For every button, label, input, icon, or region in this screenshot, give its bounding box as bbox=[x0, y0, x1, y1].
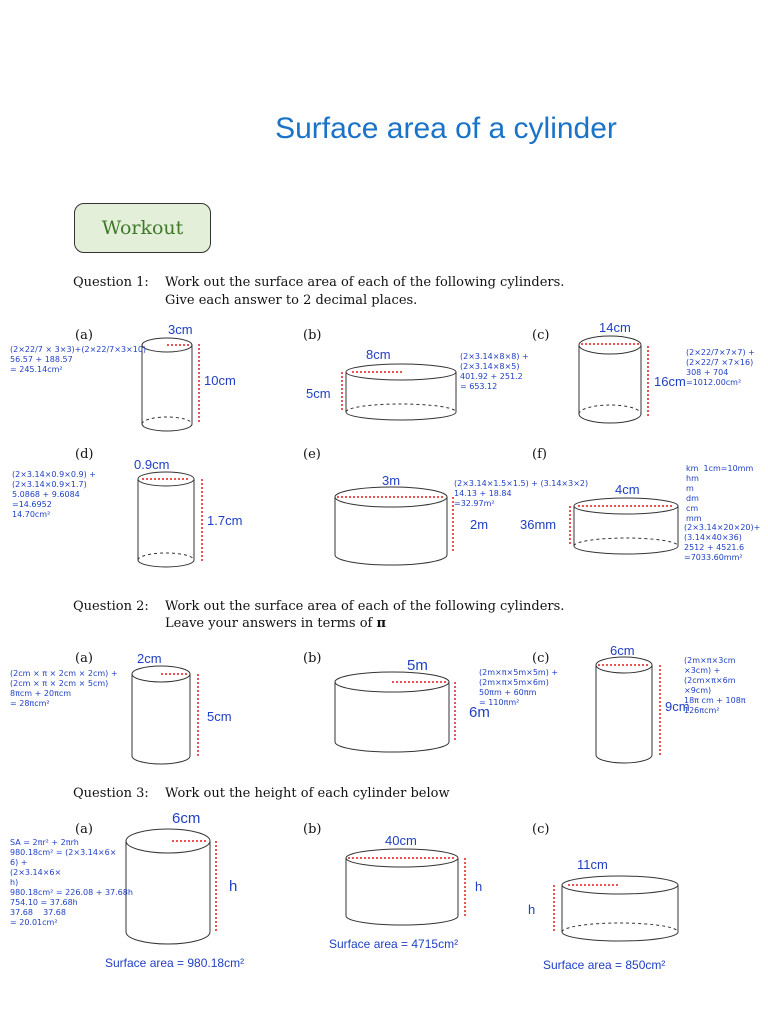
q3-number: Question 3: bbox=[73, 786, 149, 801]
q1c-working: (2×22/7×7×7) + (2×22/7 ×7×16) 308 + 704 … bbox=[686, 348, 755, 387]
q3a-cylinder bbox=[125, 828, 217, 945]
q2a-dim-top: 2cm bbox=[137, 651, 162, 666]
q2-line1: Work out the surface area of each of the… bbox=[165, 599, 565, 614]
q1a-dim-side: 10cm bbox=[204, 373, 236, 388]
q1f-dim-top: 4cm bbox=[615, 482, 640, 497]
q1f-units-note: km 1cm=10mm hm m dm cm mm bbox=[686, 464, 754, 523]
q2c-label: (c) bbox=[532, 651, 550, 666]
q2b-dim-top: 5m bbox=[407, 657, 428, 674]
q2c-dim-side: 9cm bbox=[665, 699, 690, 714]
q1e-dim-top: 3m bbox=[382, 473, 401, 488]
q3a-surface-area: Surface area = 980.18cm² bbox=[105, 956, 245, 970]
q3b-label: (b) bbox=[303, 822, 322, 837]
q1-line2: Give each answer to 2 decimal places. bbox=[165, 293, 418, 308]
q1e-dim-side: 2m bbox=[470, 517, 489, 532]
q2-number: Question 2: bbox=[73, 599, 149, 614]
q3b-surface-area: Surface area = 4715cm² bbox=[329, 937, 459, 951]
q3b-dim-top: 40cm bbox=[385, 833, 417, 848]
q2b-cylinder bbox=[334, 671, 456, 753]
q1b-working: (2×3.14×8×8) + (2×3.14×8×5) 401.92 + 251… bbox=[460, 352, 529, 391]
q1b-dim-side: 5cm bbox=[306, 386, 331, 401]
q3c-cylinder bbox=[553, 875, 679, 942]
q1f-dim-side: 36mm bbox=[520, 517, 557, 532]
q1f-label: (f) bbox=[532, 447, 547, 462]
q3a-dim-side: h bbox=[229, 878, 238, 895]
q1b-cylinder bbox=[341, 363, 457, 421]
q1d-dim-top: 0.9cm bbox=[134, 457, 170, 472]
q1a-cylinder bbox=[141, 337, 200, 432]
q3-line1: Work out the height of each cylinder bel… bbox=[165, 786, 450, 801]
q2a-dim-side: 5cm bbox=[207, 709, 232, 724]
q2b-dim-side: 6m bbox=[469, 704, 490, 721]
q1e-working: (2×3.14×1.5×1.5) + (3.14×3×2) 14.13 + 18… bbox=[454, 479, 589, 508]
q1e-label: (e) bbox=[303, 447, 321, 462]
q2c-working: (2m×π×3cm ×3cm) + (2cm×π×6m ×9cm) 18π cm… bbox=[684, 656, 746, 715]
pi-symbol: π bbox=[376, 616, 386, 631]
page-title: Surface area of a cylinder bbox=[275, 112, 617, 145]
q3c-dim-top: 11cm bbox=[577, 857, 608, 872]
q3c-dim-side: h bbox=[528, 902, 536, 917]
q1d-label: (d) bbox=[75, 447, 94, 462]
q1c-dim-top: 14cm bbox=[599, 320, 631, 335]
q2b-working: (2m×π×5m×5m) + (2m×π×5m×6m) 50πm + 60πm … bbox=[479, 668, 559, 707]
q2c-dim-top: 6cm bbox=[610, 643, 635, 658]
q1a-working: (2×22/7 × 3×3)+(2×22/7×3×10) 56.57 + 188… bbox=[10, 345, 147, 374]
q1c-dim-side: 16cm bbox=[654, 374, 686, 389]
q1c-label: (c) bbox=[532, 328, 550, 343]
q2c-cylinder bbox=[595, 656, 661, 764]
q3b-cylinder bbox=[345, 848, 466, 926]
q1b-label: (b) bbox=[303, 328, 322, 343]
q2a-label: (a) bbox=[75, 651, 93, 666]
q1d-cylinder bbox=[137, 471, 203, 568]
workout-label: Workout bbox=[101, 217, 184, 239]
q1f-working: (2×3.14×20×20)+ (3.14×40×36) 2512 + 4521… bbox=[684, 523, 761, 562]
q1-line1: Work out the surface area of each of the… bbox=[165, 275, 565, 290]
q2a-cylinder bbox=[131, 665, 199, 765]
q1d-working: (2×3.14×0.9×0.9) + (2×3.14×0.9×1.7) 5.08… bbox=[12, 470, 96, 519]
q2-line2-text: Leave your answers in terms of bbox=[165, 616, 377, 631]
q1-number: Question 1: bbox=[73, 275, 149, 290]
q2b-label: (b) bbox=[303, 651, 322, 666]
workout-badge: Workout bbox=[74, 203, 211, 253]
q3b-dim-side: h bbox=[475, 879, 483, 894]
q1e-cylinder bbox=[334, 486, 454, 566]
q3c-label: (c) bbox=[532, 822, 550, 837]
q2-line2: Leave your answers in terms of π bbox=[165, 616, 386, 631]
q2a-working: (2cm × π × 2cm × 2cm) + (2cm × π × 2cm ×… bbox=[10, 669, 118, 708]
q1b-dim-top: 8cm bbox=[366, 347, 391, 362]
q1a-dim-top: 3cm bbox=[168, 322, 193, 337]
q1a-label: (a) bbox=[75, 328, 93, 343]
q1f-cylinder bbox=[569, 497, 679, 555]
q3a-dim-top: 6cm bbox=[172, 810, 201, 827]
q1d-dim-side: 1.7cm bbox=[207, 513, 243, 528]
q3a-working: SA = 2πr² + 2πrh 980.18cm² = (2×3.14×6× … bbox=[10, 838, 133, 927]
q1c-cylinder bbox=[578, 335, 649, 424]
q3a-label: (a) bbox=[75, 822, 93, 837]
q3c-surface-area: Surface area = 850cm² bbox=[543, 958, 666, 972]
